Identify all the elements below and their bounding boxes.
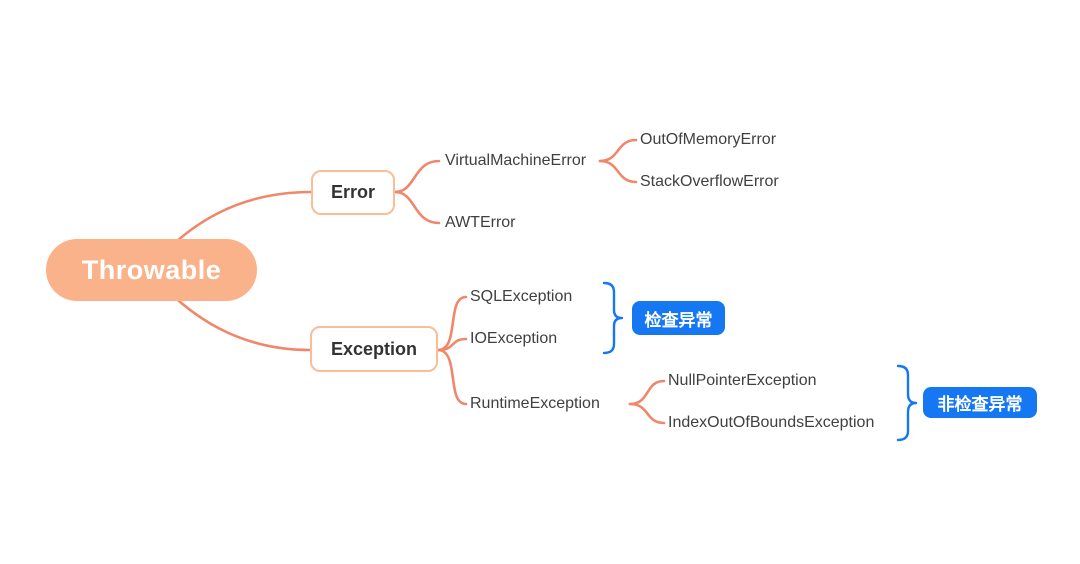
node-ioexception[interactable]: IOException <box>470 330 558 347</box>
edge-exception-runtimeexception <box>436 348 468 406</box>
edge-virtualmachineerror-stackoverflowerror <box>598 159 638 184</box>
edge-exception-sqlexception <box>436 295 468 352</box>
checked-group-brace <box>602 281 624 355</box>
edge-runtimeexception-nullpointerexception <box>628 379 666 406</box>
node-exception[interactable]: Exception <box>310 326 438 372</box>
callout-checked-exception[interactable]: 检查异常 <box>632 301 725 335</box>
node-indexoutofboundsexception[interactable]: IndexOutOfBoundsException <box>668 414 875 431</box>
node-awterror[interactable]: AWTError <box>445 214 516 231</box>
edge-virtualmachineerror-outofmemoryerror <box>598 138 638 163</box>
edge-error-virtualmachineerror <box>393 159 441 194</box>
node-virtualmachineerror[interactable]: VirtualMachineError <box>445 152 587 169</box>
node-outofmemoryerror[interactable]: OutOfMemoryError <box>640 131 777 148</box>
node-sqlexception[interactable]: SQLException <box>470 288 573 305</box>
node-error[interactable]: Error <box>311 170 395 215</box>
node-stackoverflowerror[interactable]: StackOverflowError <box>640 173 779 190</box>
callout-unchecked-exception[interactable]: 非检查异常 <box>923 387 1037 418</box>
edge-runtimeexception-indexoutofboundsexception <box>628 402 666 425</box>
node-runtimeexception[interactable]: RuntimeException <box>470 395 600 412</box>
unchecked-group-brace <box>896 364 918 442</box>
node-throwable[interactable]: Throwable <box>46 239 257 301</box>
edge-error-awterror <box>393 190 441 225</box>
node-nullpointerexception[interactable]: NullPointerException <box>668 372 817 389</box>
